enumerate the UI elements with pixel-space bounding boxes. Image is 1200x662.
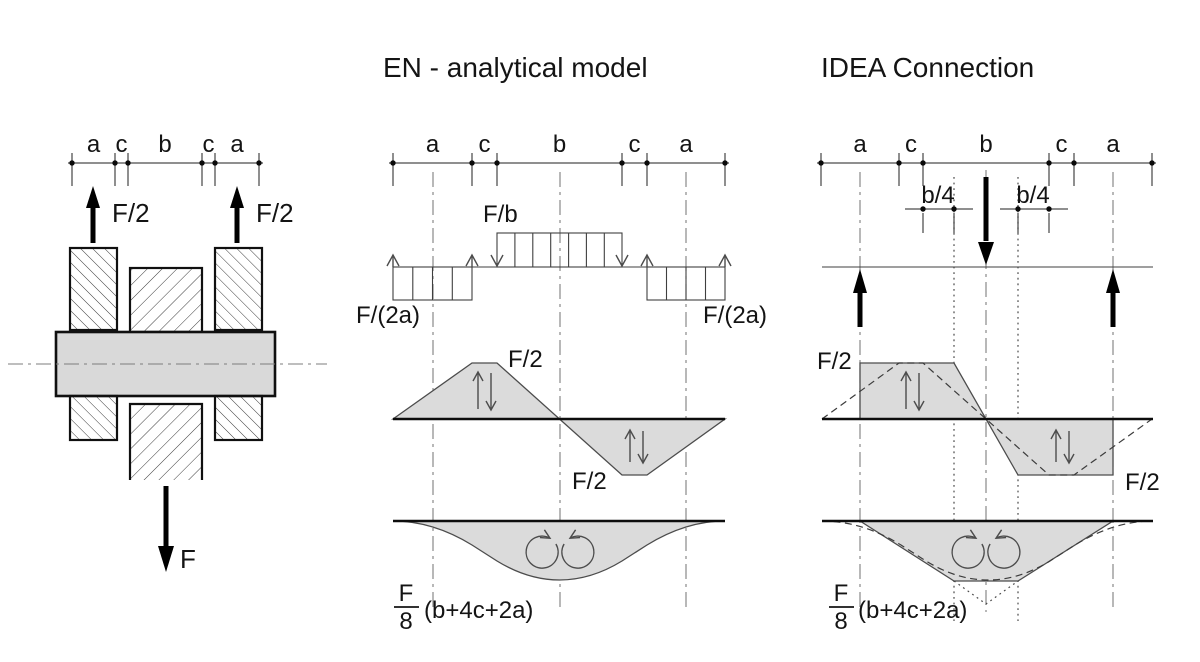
lower-right-plate xyxy=(213,394,264,442)
lower-middle-plate xyxy=(128,402,204,480)
en-load-right-dividers xyxy=(665,267,707,300)
idea-moment-label: F 8 (b+4c+2a) xyxy=(829,580,967,635)
upper-middle-plate xyxy=(128,266,204,334)
en-distributed-load-middle xyxy=(496,232,623,268)
en-dim-label-c2: c xyxy=(629,131,641,158)
en-load-left-arrowheads xyxy=(386,253,479,267)
dim-label-b: b xyxy=(158,131,171,158)
force-label-bottom: F xyxy=(180,544,196,574)
idea-reaction-left-head xyxy=(853,269,867,293)
en-shear-symbol-left xyxy=(472,370,497,412)
idea-dim-label-b: b xyxy=(979,131,992,158)
en-title: EN - analytical model xyxy=(383,52,648,83)
idea-force-down-head xyxy=(978,242,994,265)
dimension-ticks xyxy=(71,153,260,186)
dim-label-a2: a xyxy=(230,131,244,158)
force-arrow-right-head xyxy=(230,186,244,208)
en-load-middle-label: F/b xyxy=(483,201,518,228)
dim-label-a1: a xyxy=(87,131,101,158)
dim-label-c1: c xyxy=(116,131,128,158)
physical-model: a c b c a F/2 F/2 F xyxy=(8,131,327,574)
idea-shear-bottom-label: F/2 xyxy=(1125,469,1160,496)
en-moment-numerator: F xyxy=(399,580,414,607)
en-dimension-dots xyxy=(390,160,728,166)
force-arrow-bottom-head xyxy=(158,546,174,572)
idea-dim-label-c2: c xyxy=(1056,131,1068,158)
idea-shear-en-overlay xyxy=(821,362,1153,476)
idea-moment-point-load-overlay xyxy=(953,580,1019,605)
idea-dimension-ticks xyxy=(820,153,1153,186)
lower-left-plate xyxy=(68,394,119,442)
force-label-left: F/2 xyxy=(112,198,150,228)
idea-moment-en-overlay xyxy=(821,520,1154,581)
en-load-left-dividers xyxy=(412,267,453,300)
idea-b4-dim-left: b/4 xyxy=(905,182,973,233)
en-moment-label: F 8 (b+4c+2a) xyxy=(394,580,533,635)
idea-b4-right-label: b/4 xyxy=(1016,182,1049,209)
en-load-middle-arrowheads xyxy=(490,254,629,268)
upper-left-plate xyxy=(68,246,119,332)
idea-connection-model: IDEA Connection a c b c a b/4 b/4 xyxy=(817,52,1160,635)
en-analytical-model: EN - analytical model a c b c a F/b xyxy=(356,52,767,635)
en-shear-symbol-right xyxy=(624,428,649,465)
en-dim-label-a1: a xyxy=(426,131,440,158)
force-arrow-left-head xyxy=(86,186,100,208)
idea-shear-top-label: F/2 xyxy=(817,348,852,375)
en-moment-expression: (b+4c+2a) xyxy=(424,597,533,624)
idea-b4-dim-right: b/4 xyxy=(1000,182,1068,233)
idea-b4-left-label: b/4 xyxy=(921,182,954,209)
idea-shear-symbol-left xyxy=(900,370,925,412)
force-label-right: F/2 xyxy=(256,198,294,228)
en-dimension-ticks xyxy=(392,153,726,186)
idea-dim-label-c1: c xyxy=(905,131,917,158)
idea-title: IDEA Connection xyxy=(821,52,1034,83)
en-load-middle-dividers xyxy=(514,233,605,267)
dimension-dots xyxy=(69,160,262,166)
upper-right-plate xyxy=(213,246,264,332)
idea-shear-symbol-right xyxy=(1050,428,1075,465)
idea-dimension-dots xyxy=(818,160,1155,166)
en-dim-label-c1: c xyxy=(479,131,491,158)
en-shear-top-label: F/2 xyxy=(508,346,543,373)
en-moment-rotation-symbol xyxy=(525,529,595,569)
idea-moment-expression: (b+4c+2a) xyxy=(858,597,967,624)
en-load-right-label: F/(2a) xyxy=(703,302,767,329)
dim-label-c2: c xyxy=(203,131,215,158)
en-dim-label-b: b xyxy=(553,131,566,158)
idea-dim-label-a1: a xyxy=(853,131,867,158)
idea-moment-rotation-symbol xyxy=(951,529,1021,569)
idea-dim-label-a2: a xyxy=(1106,131,1120,158)
idea-moment-numerator: F xyxy=(834,580,849,607)
idea-moment-diagram xyxy=(857,520,1116,582)
en-moment-diagram xyxy=(392,520,726,581)
en-dim-label-a2: a xyxy=(679,131,693,158)
idea-reaction-right-head xyxy=(1106,269,1120,293)
en-shear-bottom-label: F/2 xyxy=(572,468,607,495)
en-load-left-label: F/(2a) xyxy=(356,302,420,329)
en-moment-denominator: 8 xyxy=(399,608,412,635)
idea-moment-denominator: 8 xyxy=(834,608,847,635)
en-load-right-arrowheads xyxy=(640,253,732,267)
